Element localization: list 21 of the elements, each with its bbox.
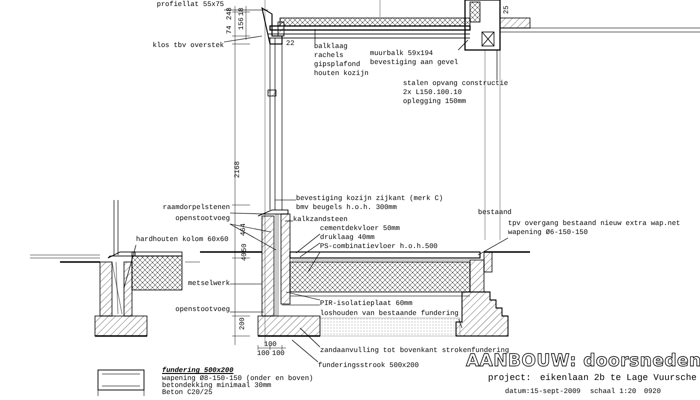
leader-line (230, 224, 276, 250)
leader-line (282, 304, 320, 306)
leader-line (230, 212, 264, 214)
leader-line (296, 234, 320, 254)
leader-line (478, 238, 508, 256)
leader-line (224, 36, 262, 42)
title-block-text: eikenlaan 2b te Lage Vuursche (540, 374, 697, 382)
title-block-text: project: (488, 374, 532, 382)
leader-line (230, 224, 272, 232)
leader-line (496, 50, 498, 80)
title: AANBOUW: doorsneden (466, 352, 700, 371)
leader-line (286, 292, 320, 300)
leader-line (308, 252, 320, 272)
leader-line (300, 242, 320, 258)
leader-line (314, 28, 316, 44)
leader-line (124, 244, 136, 288)
leader-line (458, 318, 462, 328)
leader-line (292, 340, 318, 362)
leader-line (300, 328, 320, 348)
leader-line (458, 40, 468, 50)
leader-line (284, 220, 294, 222)
